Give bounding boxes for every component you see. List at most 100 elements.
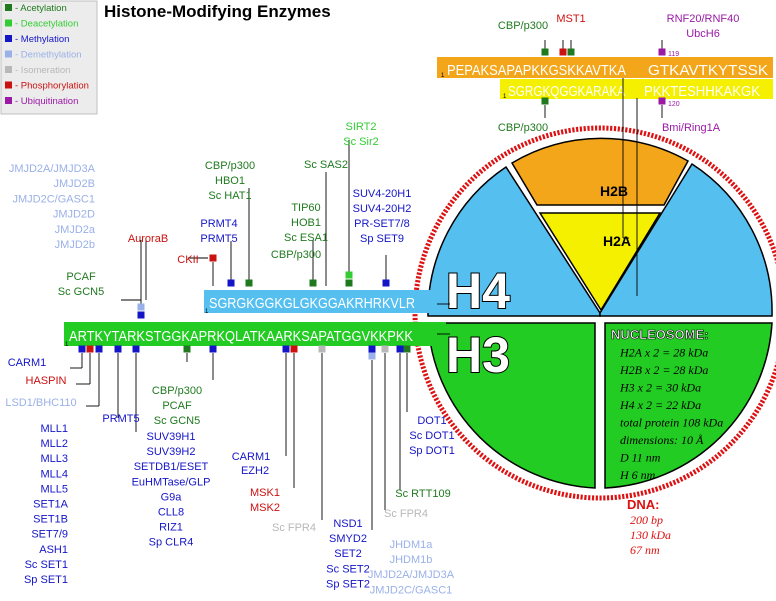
enzyme-label: Sc FPR4 [272, 522, 316, 534]
marker-acetylation [183, 345, 191, 353]
h3-sequence: ARTKYTARKSTGGKAPRKQLATKAARKSAPATGGVKKPKK [69, 328, 413, 345]
enzyme-label: AuroraB [128, 233, 168, 245]
h2a-sequence: SGRGKQGGKARAKA [508, 83, 625, 100]
enzyme-label: CBP/p300 [205, 160, 255, 172]
enzyme-label: MLL5 [40, 483, 68, 495]
enzyme-label: MLL3 [40, 453, 68, 465]
h2a-sequence-tail: PKKTESHHKAKGK [644, 83, 760, 100]
legend-label-isomeration: - Isomeration [15, 65, 70, 76]
enzyme-label: CLL8 [158, 507, 184, 519]
enzyme-label: EZH2 [241, 465, 269, 477]
enzyme-label: JMJD2a [55, 224, 96, 236]
enzyme-label: JMJD2A/JMJD3A [368, 569, 455, 581]
marker-acetylation [245, 279, 253, 287]
enzyme-label: EuHMTase/GLP [132, 476, 211, 488]
dna-info-line: 200 bp [630, 513, 663, 527]
enzyme-label: SETDB1/ESET [134, 461, 209, 473]
h4-tail-bar [204, 290, 446, 313]
dna-info-line: 130 kDa [630, 528, 671, 542]
enzyme-label: HBO1 [215, 175, 245, 187]
enzyme-label: Sc Sir2 [343, 136, 378, 148]
enzyme-label: JMJD2B [53, 178, 95, 190]
enzyme-label: SUV39H1 [147, 431, 196, 443]
enzyme-group-ckii: CKII [177, 254, 198, 266]
marker-deacetylation [345, 271, 353, 279]
marker-demethylation [368, 352, 376, 360]
legend-swatch-methylation [5, 35, 12, 42]
enzyme-label: JHDM1b [390, 554, 433, 566]
enzyme-group-lsd1: LSD1/BHC110 [5, 397, 76, 409]
enzyme-label: CARM1 [232, 451, 271, 463]
marker-methylation [368, 345, 376, 353]
enzyme-group-sas2: Sc SAS2 [304, 159, 348, 171]
marker-demethylation [137, 303, 145, 311]
enzyme-group-fpr4b: Sc FPR4 [384, 508, 428, 520]
marker-ubiquitination [658, 48, 666, 56]
enzyme-label: Sc SET2 [326, 563, 369, 575]
enzyme-group-prmt5: PRMT5 [102, 413, 139, 425]
enzyme-label: UbcH6 [686, 28, 720, 40]
enzyme-label: CBP/p300 [498, 20, 548, 32]
nucleosome-info-line: D 11 nm [619, 451, 661, 465]
modification-markers [78, 48, 666, 360]
enzyme-label: JMJD2C/GASC1 [12, 193, 95, 205]
enzyme-label: JMJD2D [53, 209, 95, 221]
enzyme-label: CARM1 [8, 357, 47, 369]
enzyme-label: Sp DOT1 [409, 445, 455, 457]
enzyme-label: PCAF [66, 271, 96, 283]
enzyme-group-mll: MLL1MLL2MLL3MLL4MLL5SET1ASET1BSET7/9ASH1… [24, 423, 69, 586]
marker-methylation [95, 345, 103, 353]
enzyme-label: Sp SET2 [326, 578, 370, 590]
enzyme-group-suv39: SUV39H1SUV39H2SETDB1/ESETEuHMTase/GLPG9a… [132, 431, 211, 549]
nucleosome-info-line: H4 x 2 = 22 kDa [619, 398, 701, 412]
marker-isomeration [318, 345, 326, 353]
dna-ring [412, 125, 776, 501]
legend-swatch-ubiquitination [5, 97, 12, 104]
enzyme-label: TIP60 [291, 202, 320, 214]
legend-swatch-demethylation [5, 50, 12, 58]
dna-title: DNA: [627, 497, 660, 512]
marker-methylation [137, 311, 145, 319]
legend-label-demethylation: - Demethylation [15, 50, 82, 61]
enzyme-label: LSD1/BHC110 [5, 397, 76, 409]
enzyme-group-aurorab: AuroraB [128, 233, 168, 245]
enzyme-label: JMJD2A/JMJD3A [9, 163, 96, 175]
enzyme-label: Sc GCN5 [58, 286, 104, 298]
enzyme-group-cbp2: CBP/p300 [271, 249, 321, 261]
marker-methylation [78, 345, 86, 353]
enzyme-label: Sc ESA1 [284, 232, 328, 244]
enzyme-group-cbp_h2a: CBP/p300 [498, 122, 548, 134]
enzyme-label: MLL4 [40, 468, 68, 480]
enzyme-group-pcaf1: PCAF Sc GCN5 [58, 271, 104, 298]
h2b-label: H2B [600, 183, 628, 199]
h2b-sequence-tail: GTKAVTKYTSSK [648, 62, 768, 79]
enzyme-label: Sc SET1 [25, 559, 68, 571]
marker-ubiquitination [658, 97, 666, 105]
enzyme-label: PRMT5 [200, 233, 237, 245]
h2a-tail-bar [500, 79, 773, 99]
legend-label-ubiquitination: - Ubiquitination [15, 96, 78, 107]
enzyme-label: ASH1 [39, 544, 68, 556]
enzyme-group-carm1b: CARM1 [232, 451, 271, 463]
residue-120: 120 [668, 101, 680, 108]
enzyme-label: Sp SET1 [24, 574, 68, 586]
legend-swatch-isomeration [5, 66, 12, 73]
enzyme-label: Sp CLR4 [149, 537, 194, 549]
nucleosome-info-line: H2B x 2 = 28 kDa [619, 363, 708, 377]
marker-acetylation [403, 345, 411, 353]
marker-phosphorylation [559, 48, 567, 56]
enzyme-label: CKII [177, 254, 198, 266]
marker-acetylation [567, 48, 575, 56]
nucleosome-info-line: H 6 nm [619, 468, 656, 482]
enzyme-label: JMJD2b [55, 239, 95, 251]
h3-tail-bar [64, 322, 446, 346]
